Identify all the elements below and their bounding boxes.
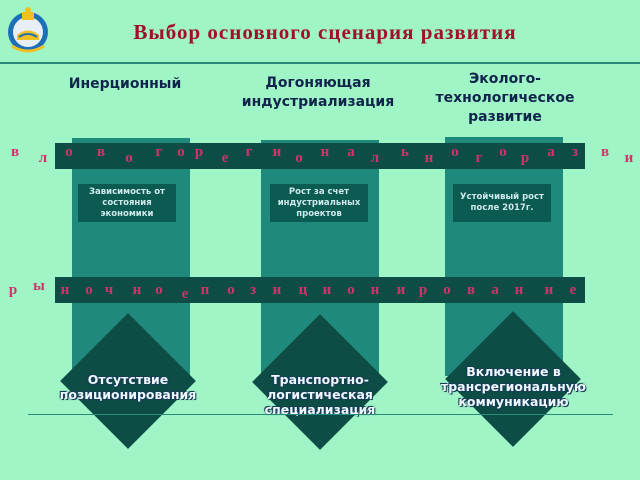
band-top-letter: г xyxy=(245,144,253,160)
scenario-eco-tech: Эколого-технологическое развитие xyxy=(435,71,575,125)
band-bottom-letter: о xyxy=(155,282,163,298)
infobox-eco-tech: Устойчивый рост после 2017г. xyxy=(453,184,551,222)
outcome-catching-up: Транспортно-логистическая специализация xyxy=(264,372,376,417)
band-bottom-letter: н xyxy=(370,282,380,298)
band-top-letter: о xyxy=(65,144,73,160)
scenario-catching-up: Догоняющая индустриализация xyxy=(241,75,395,110)
band-positioning xyxy=(55,277,585,303)
band-bottom-letter: н xyxy=(514,282,524,298)
band-model-selection xyxy=(55,143,585,169)
band-top-letter: о xyxy=(499,144,507,160)
page-title: Выбор основного сценария развития xyxy=(133,20,517,44)
band-bottom-letter: и xyxy=(544,282,554,298)
band-bottom-letter: р xyxy=(8,282,18,298)
band-bottom-letter: н xyxy=(132,282,142,298)
band-top-letter: а xyxy=(547,144,555,160)
band-top-letter: и xyxy=(624,150,634,166)
band-bottom-letter: н xyxy=(60,282,70,298)
band-top-letter: а xyxy=(347,144,355,160)
band-top-letter: в xyxy=(10,144,20,160)
infobox-inertial: Зависимость от состояния экономики xyxy=(78,184,176,222)
band-top-letter: е xyxy=(221,150,229,166)
band-bottom-letter: е xyxy=(181,286,189,302)
band-top-letter: г xyxy=(475,150,483,166)
band-bottom-letter: ц xyxy=(298,282,308,298)
scenario-inertial: Инерционный xyxy=(68,76,182,92)
band-top-letter: з xyxy=(571,144,579,160)
band-top-letter: н xyxy=(424,150,434,166)
band-bottom-letter: ч xyxy=(104,282,114,298)
band-top-letter: н xyxy=(320,144,330,160)
band-bottom-letter: о xyxy=(347,282,355,298)
band-bottom-letter: о xyxy=(443,282,451,298)
band-bottom-letter: о xyxy=(227,282,235,298)
band-bottom-letter: в xyxy=(466,282,476,298)
band-top-letter: ь xyxy=(401,144,409,160)
band-top-letter: о xyxy=(177,144,185,160)
infobox-catching-up: Рост за счет индустриальных проектов xyxy=(270,184,368,222)
band-top-letter: в xyxy=(600,144,610,160)
band-bottom-letter: о xyxy=(85,282,93,298)
band-top-letter: о xyxy=(295,150,303,166)
band-bottom-letter: е xyxy=(569,282,577,298)
band-bottom-letter: ы xyxy=(33,278,45,294)
outcome-eco-tech: Включение в трансрегиональную коммуникац… xyxy=(440,364,587,409)
band-bottom-letter: и xyxy=(396,282,406,298)
band-top-letter: в xyxy=(96,144,106,160)
band-top-letter: г xyxy=(155,144,163,160)
band-top-letter: л xyxy=(370,150,380,166)
band-bottom-letter: р xyxy=(418,282,428,298)
divider-top xyxy=(0,62,640,64)
band-bottom-letter: и xyxy=(272,282,282,298)
band-top-letter: о xyxy=(125,150,133,166)
band-bottom-letter: з xyxy=(249,282,257,298)
divider-bottom xyxy=(28,414,613,415)
band-top-letter: р xyxy=(194,144,204,160)
outcome-inertial: Отсутствие позиционирования xyxy=(59,372,197,402)
band-top-letter: л xyxy=(38,150,48,166)
coat-of-arms-icon xyxy=(4,4,52,60)
band-bottom-letter: п xyxy=(200,282,210,298)
band-top-letter: р xyxy=(520,150,530,166)
band-top-letter: о xyxy=(451,144,459,160)
band-bottom-letter: и xyxy=(322,282,332,298)
band-bottom-letter: а xyxy=(491,282,499,298)
band-top-letter: и xyxy=(272,144,282,160)
